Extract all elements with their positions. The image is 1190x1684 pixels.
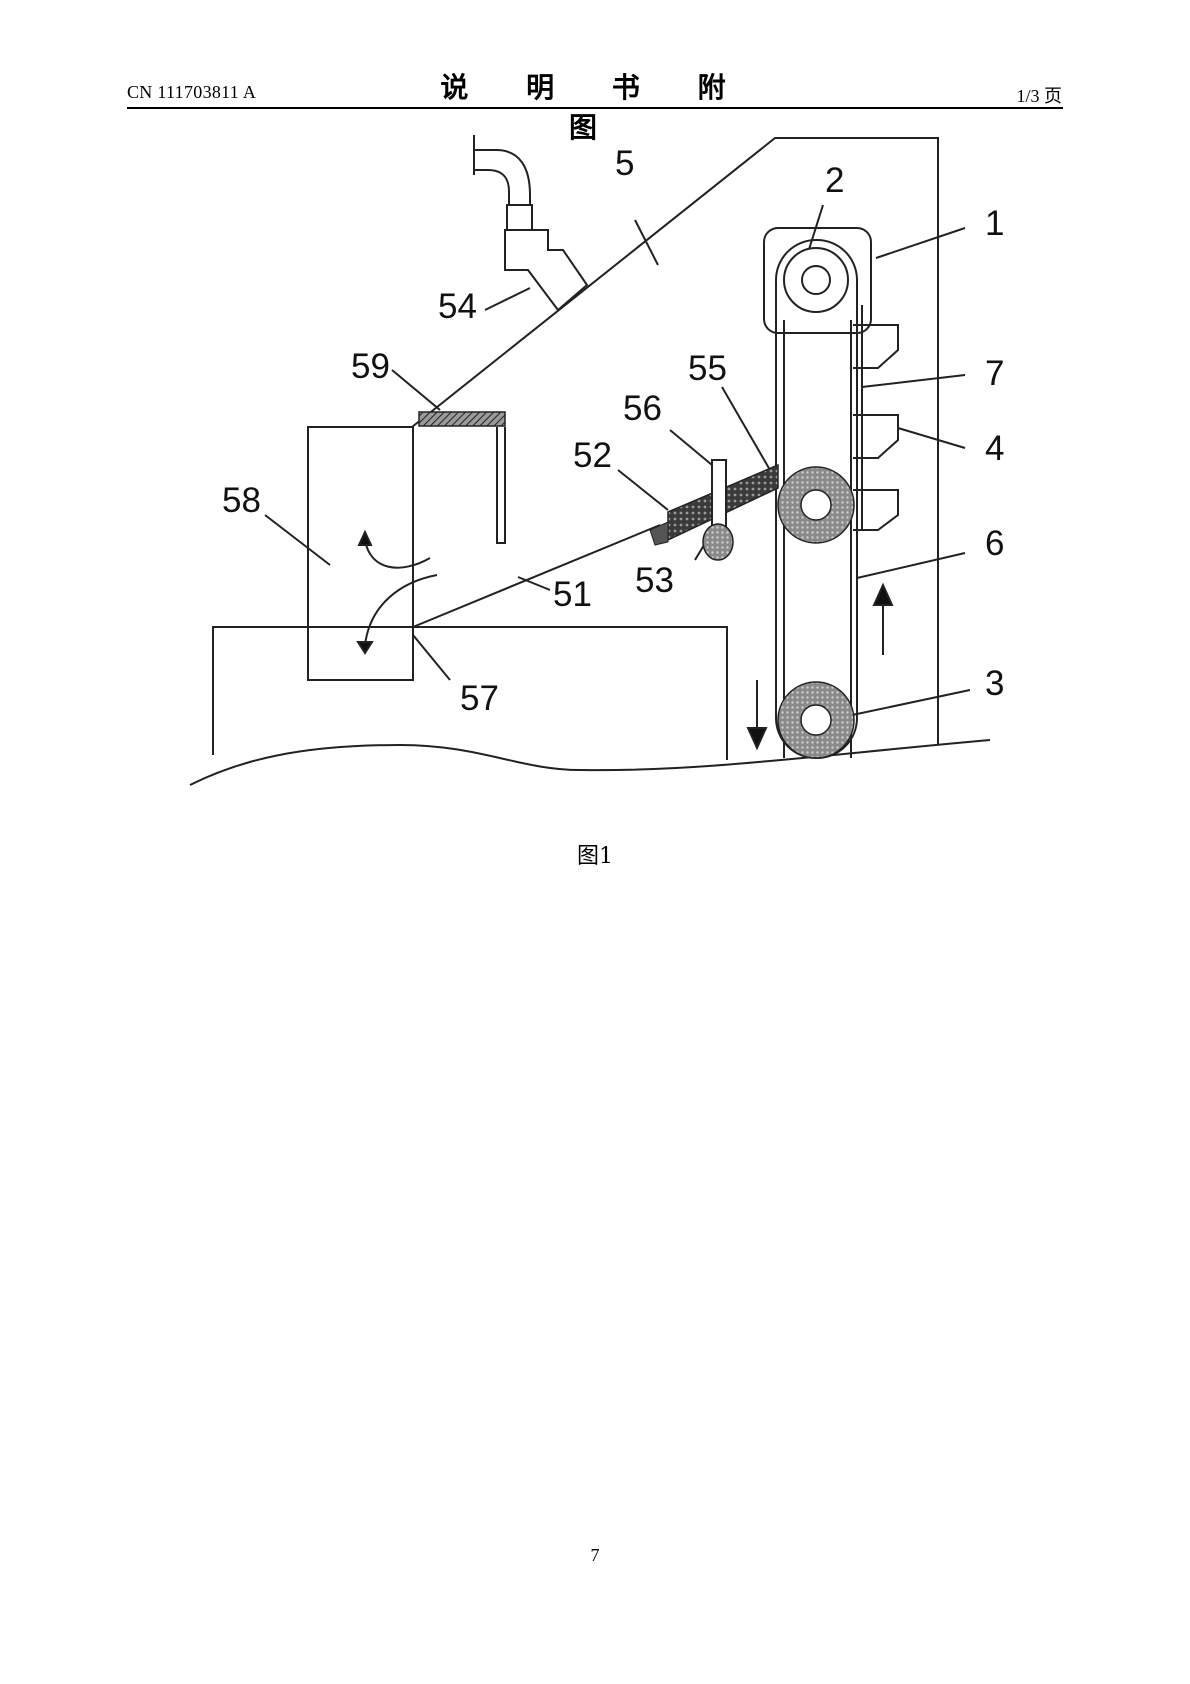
bucket-lower xyxy=(853,489,899,531)
label-55: 55 xyxy=(688,349,727,388)
leader-59 xyxy=(391,369,441,411)
label-56: 56 xyxy=(623,389,662,428)
arrow-down-head xyxy=(746,727,768,751)
arrow-up-head xyxy=(872,582,894,606)
label-57: 57 xyxy=(460,679,499,718)
leader-56 xyxy=(669,429,713,466)
label-53: 53 xyxy=(635,561,674,600)
pipe-flange xyxy=(506,204,533,231)
section-title: 说 明 书 附 图 xyxy=(440,71,750,144)
label-51: 51 xyxy=(553,575,592,614)
header-rule xyxy=(127,107,1063,109)
label-58: 58 xyxy=(222,481,261,520)
leader-52 xyxy=(617,469,669,511)
bucket-upper xyxy=(853,324,899,369)
leader-58 xyxy=(264,514,331,566)
leader-6 xyxy=(856,552,966,579)
conveyor-belt xyxy=(783,320,852,758)
leader-57 xyxy=(412,634,451,681)
label-59: 59 xyxy=(351,347,390,386)
page-of-pages: 1/3 页 xyxy=(1016,86,1062,106)
label-7: 7 xyxy=(985,354,1004,393)
hopper xyxy=(504,229,589,312)
outlet-pipe xyxy=(473,135,531,205)
label-2: 2 xyxy=(825,161,844,200)
bottom-roller-hub xyxy=(800,704,832,736)
label-6: 6 xyxy=(985,524,1004,563)
label-54: 54 xyxy=(438,287,477,326)
ground-line xyxy=(189,739,991,786)
flow-arrow-down-head xyxy=(356,641,374,655)
leader-51 xyxy=(517,576,551,591)
flow-arrow-up xyxy=(364,539,431,569)
flow-arrow-up-head xyxy=(357,529,373,546)
housing-outline xyxy=(411,137,939,745)
leader-3 xyxy=(837,689,971,719)
leader-54 xyxy=(484,287,531,311)
leader-5 xyxy=(634,219,659,266)
page-number: 7 xyxy=(590,1545,600,1565)
drive-housing xyxy=(763,227,872,334)
bucket-middle xyxy=(853,414,899,459)
figure-caption: 图1 xyxy=(577,844,613,869)
label-5: 5 xyxy=(615,144,634,183)
leader-55 xyxy=(721,386,771,471)
flow-arrow-down xyxy=(364,574,438,646)
vibrator xyxy=(702,523,734,561)
leader-4 xyxy=(897,427,966,449)
chute-line xyxy=(412,524,661,628)
hatched-plate xyxy=(418,411,506,427)
top-pulley-hub xyxy=(801,265,831,295)
label-52: 52 xyxy=(573,436,612,475)
label-4: 4 xyxy=(985,429,1004,468)
leader-1 xyxy=(875,227,966,259)
middle-roller-hub xyxy=(800,489,832,521)
screen-tail xyxy=(649,521,669,546)
leader-7 xyxy=(861,374,966,388)
document-number: CN 111703811 A xyxy=(127,82,257,102)
base-platform xyxy=(212,626,728,760)
deflector-flap xyxy=(496,427,506,544)
label-3: 3 xyxy=(985,664,1004,703)
label-1: 1 xyxy=(985,204,1004,243)
